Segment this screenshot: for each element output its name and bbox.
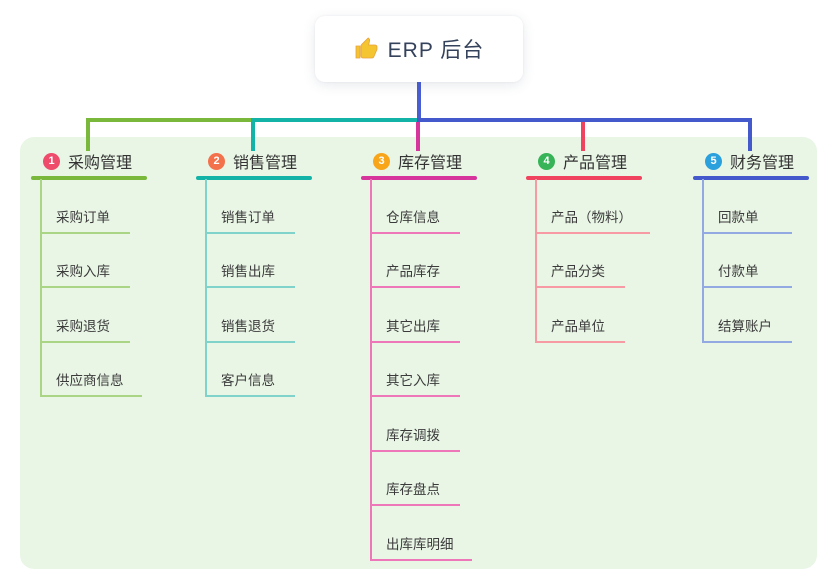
child-node-label: 库存调拨: [386, 427, 440, 443]
child-node[interactable]: 销售订单: [207, 179, 295, 234]
child-node[interactable]: 产品库存: [372, 234, 460, 288]
branch-title-sales[interactable]: 2 销售管理: [208, 149, 297, 173]
child-node[interactable]: 销售退货: [207, 288, 295, 343]
root-node[interactable]: ERP 后台: [315, 16, 523, 82]
branch-children: 回款单 付款单 结算账户: [702, 179, 792, 343]
branch-title-product[interactable]: 4 产品管理: [538, 149, 627, 173]
child-node[interactable]: 库存盘点: [372, 452, 460, 506]
branch-label: 库存管理: [398, 155, 463, 172]
connector-stub-product: [581, 122, 585, 151]
branch-children: 产品（物料） 产品分类 产品单位: [535, 179, 650, 343]
child-node[interactable]: 采购订单: [42, 179, 130, 234]
child-node[interactable]: 出库库明细: [372, 506, 472, 561]
child-node[interactable]: 采购入库: [42, 234, 130, 288]
child-node-label: 结算账户: [718, 318, 772, 334]
child-node[interactable]: 供应商信息: [42, 343, 142, 397]
connector-bus-blue: [417, 118, 752, 122]
child-node-label: 客户信息: [221, 373, 275, 388]
branch-children: 采购订单 采购入库 采购退货 供应商信息: [40, 179, 142, 397]
branch-label: 销售管理: [233, 155, 298, 172]
branch-title-purchase[interactable]: 1 采购管理: [43, 149, 132, 173]
branch-title-inventory[interactable]: 3 库存管理: [373, 149, 462, 173]
child-node[interactable]: 采购退货: [42, 288, 130, 343]
connector-stub-inventory: [416, 122, 420, 151]
branch-number-badge: 3: [373, 152, 390, 170]
child-node-label: 采购订单: [56, 209, 110, 225]
child-node-label: 产品（物料）: [551, 209, 632, 225]
branch-label: 采购管理: [68, 155, 133, 172]
child-node-label: 供应商信息: [56, 373, 124, 388]
branch-children: 仓库信息 产品库存 其它出库 其它入库 库存调拨 库存盘点 出库库明细: [370, 179, 472, 561]
child-node[interactable]: 产品单位: [537, 288, 625, 343]
child-node-label: 销售出库: [221, 264, 275, 279]
branch-number-badge: 4: [538, 152, 555, 170]
child-node-label: 回款单: [718, 209, 759, 225]
child-node[interactable]: 其它入库: [372, 343, 460, 397]
child-node-label: 采购入库: [56, 264, 110, 279]
child-node[interactable]: 付款单: [704, 234, 792, 288]
child-node[interactable]: 回款单: [704, 179, 792, 234]
branch-label: 产品管理: [563, 155, 628, 172]
branches-panel: [20, 137, 817, 569]
child-node-label: 库存盘点: [386, 482, 440, 497]
thumbs-up-icon: [355, 37, 378, 59]
branch-underline: [361, 176, 477, 180]
child-node[interactable]: 仓库信息: [372, 179, 460, 234]
connector-stub-sales: [251, 118, 255, 151]
child-node[interactable]: 结算账户: [704, 288, 792, 343]
branch-underline: [693, 176, 809, 180]
child-node-label: 其它出库: [386, 318, 440, 334]
branch-underline: [526, 176, 642, 180]
branch-number-badge: 1: [43, 152, 60, 170]
child-node-label: 其它入库: [386, 373, 440, 388]
child-node-label: 付款单: [718, 264, 759, 279]
connector-stub-purchase: [86, 118, 90, 151]
child-node-label: 产品单位: [551, 318, 605, 334]
child-node[interactable]: 产品分类: [537, 234, 625, 288]
root-node-label: ERP 后台: [387, 39, 485, 62]
connector-bus-teal: [251, 118, 419, 122]
child-node[interactable]: 产品（物料）: [537, 179, 650, 234]
child-node-label: 仓库信息: [386, 209, 440, 225]
child-node-label: 出库库明细: [386, 536, 454, 552]
branch-underline: [196, 176, 312, 180]
connector-root: [417, 82, 421, 120]
child-node-label: 产品分类: [551, 264, 605, 279]
child-node-label: 产品库存: [386, 264, 440, 279]
child-node-label: 销售退货: [221, 318, 275, 334]
branch-title-finance[interactable]: 5 财务管理: [705, 149, 794, 173]
child-node[interactable]: 库存调拨: [372, 397, 460, 452]
child-node[interactable]: 其它出库: [372, 288, 460, 343]
branch-label: 财务管理: [730, 155, 795, 172]
child-node-label: 销售订单: [221, 209, 275, 225]
connector-stub-finance: [748, 118, 752, 151]
branch-underline: [31, 176, 147, 180]
branch-children: 销售订单 销售出库 销售退货 客户信息: [205, 179, 295, 397]
child-node[interactable]: 客户信息: [207, 343, 295, 397]
child-node[interactable]: 销售出库: [207, 234, 295, 288]
branch-number-badge: 2: [208, 152, 225, 170]
branch-number-badge: 5: [705, 152, 722, 170]
child-node-label: 采购退货: [56, 318, 110, 334]
